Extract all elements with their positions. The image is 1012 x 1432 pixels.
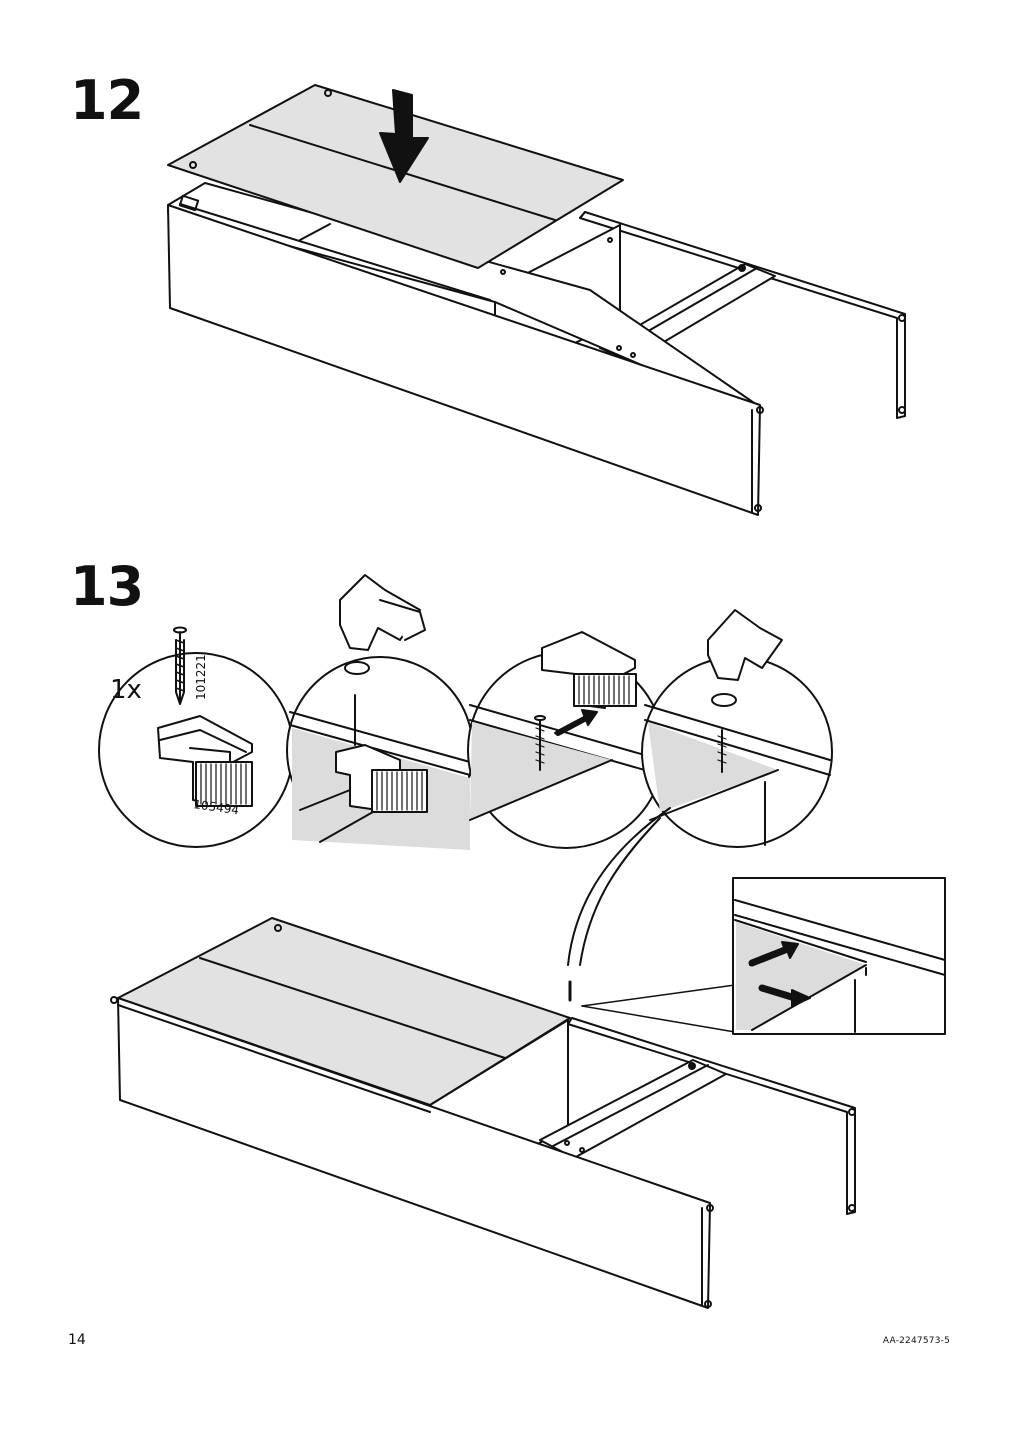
shelf-clip-icon [157,715,253,807]
step-12-number: 12 [70,69,144,132]
hammer-icon-2 [707,609,783,707]
detail-box [732,877,946,1035]
hammer-icon [339,574,426,675]
quantity-label: 1x [110,675,142,705]
step-13-number: 13 [70,555,144,618]
page-number: 14 [68,1332,86,1348]
nail-part-number: 101221 [194,654,208,700]
nail-icon [173,626,187,705]
step-13-details [98,574,833,966]
clip-part-number: 105494 [193,797,240,817]
step-13-drawing [110,917,856,1309]
step-12-drawing [167,84,906,516]
document-code: AA-2247573-5 [882,1336,950,1346]
